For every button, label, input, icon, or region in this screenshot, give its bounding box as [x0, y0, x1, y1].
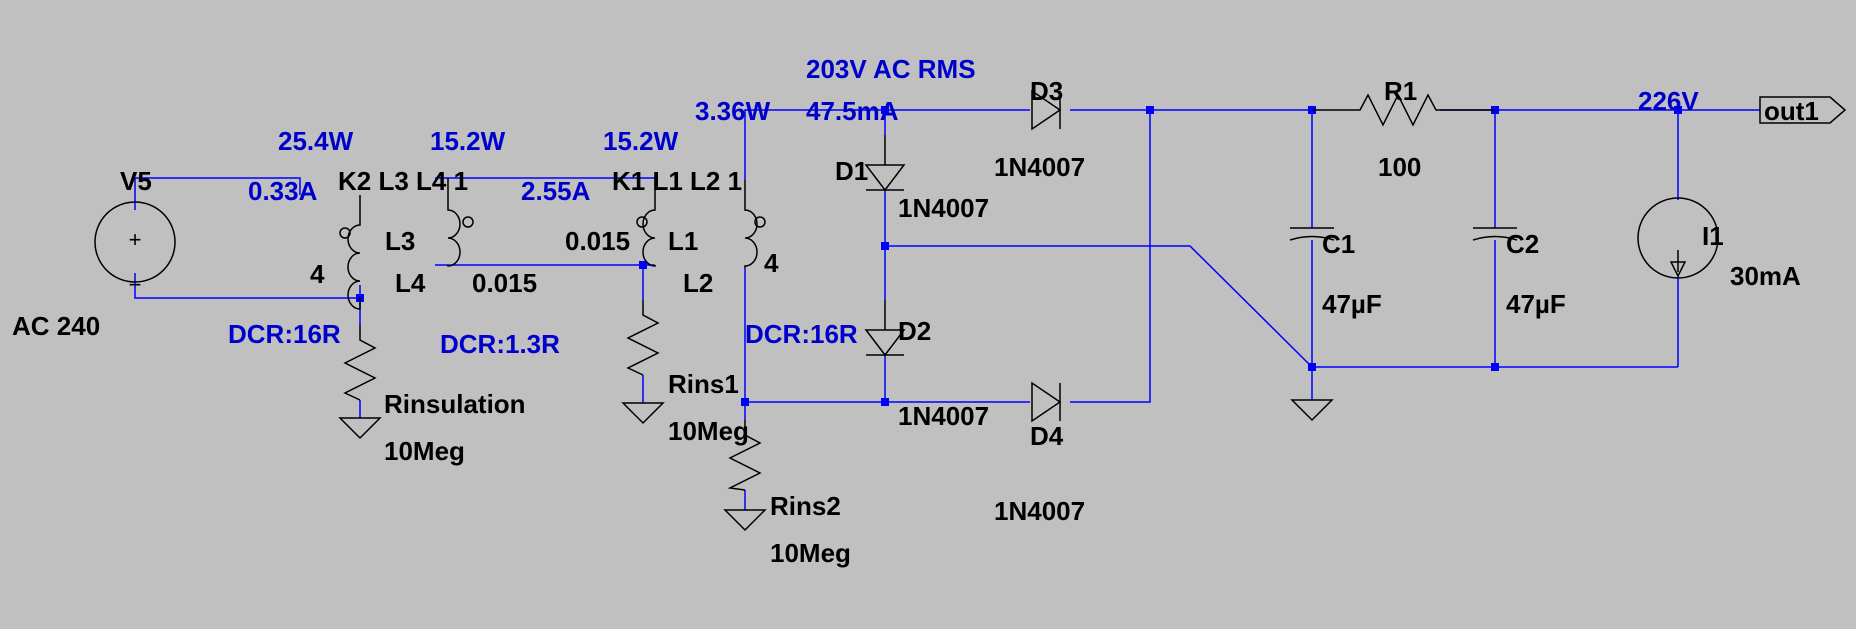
diode-d1[interactable]: [864, 135, 906, 192]
capacitor-c1[interactable]: [1289, 227, 1335, 241]
plus-sign-icon: +: [129, 227, 142, 252]
ground-filter: [1290, 399, 1334, 422]
d3-model: 1N4007: [994, 152, 1085, 182]
polarity-dot-icon: [754, 216, 766, 228]
polarity-dot-icon: [462, 216, 474, 228]
l1-value: 0.015: [565, 226, 630, 256]
ac-voltage-annotation: 203V AC RMS: [806, 54, 976, 84]
diode-d3[interactable]: [1031, 89, 1062, 131]
polarity-dot-icon: [339, 227, 351, 239]
i1-value: 30mA: [1730, 261, 1801, 291]
l3-value: 4: [310, 259, 325, 289]
r1-name: R1: [1384, 76, 1417, 106]
v5-name: V5: [120, 166, 152, 196]
v5-value: AC 240: [12, 311, 100, 341]
rins2-name: Rins2: [770, 491, 841, 521]
wires: [134, 109, 1760, 510]
isolation-dcr-annotation: DCR:1.3R: [440, 329, 560, 359]
l2-value: 4: [764, 248, 779, 278]
rins2-value: 10Meg: [770, 538, 851, 568]
minus-sign-icon: −: [129, 272, 142, 297]
current-source-i1[interactable]: [1637, 197, 1719, 279]
output-port-out1[interactable]: [1759, 96, 1847, 124]
rinsulation-value: 10Meg: [384, 436, 465, 466]
c1-name: C1: [1322, 229, 1355, 259]
d2-model: 1N4007: [898, 401, 989, 431]
resistor-rins2[interactable]: [727, 420, 762, 491]
voltage-source-v5[interactable]: + −: [94, 201, 176, 297]
coupling-k1: K1 L1 L2 1: [612, 166, 742, 196]
rins1-name: Rins1: [668, 369, 739, 399]
primary-dcr-annotation: DCR:16R: [228, 319, 341, 349]
l1-name: L1: [668, 226, 698, 256]
output-voltage-annotation: 226V: [1638, 86, 1699, 116]
resistor-rinsulation[interactable]: [343, 325, 377, 401]
output-port-label: out1: [1764, 96, 1819, 126]
rins1-value: 10Meg: [668, 416, 749, 446]
isolation-power-annotation: 15.2W: [430, 126, 506, 156]
junctions: [356, 106, 1682, 406]
d4-name: D4: [1030, 421, 1064, 451]
d2-name: D2: [898, 316, 931, 346]
polarity-dot-icon: [636, 216, 648, 228]
inductor-l2[interactable]: [744, 180, 766, 268]
resistor-rins1[interactable]: [626, 300, 660, 376]
l2-name: L2: [683, 268, 713, 298]
iso-secondary-power-annotation: 15.2W: [603, 126, 679, 156]
c1-value: 47µF: [1322, 289, 1382, 319]
diode-d4[interactable]: [1031, 381, 1062, 423]
capacitor-c2[interactable]: [1472, 227, 1518, 241]
primary-current-annotation: 0.33A: [248, 176, 318, 206]
inductor-l4[interactable]: [447, 178, 474, 267]
r1-value: 100: [1378, 152, 1421, 182]
l3-name: L3: [385, 226, 415, 256]
inductor-l3[interactable]: [339, 195, 361, 310]
i1-name: I1: [1702, 221, 1724, 251]
d4-model: 1N4007: [994, 496, 1085, 526]
d3-name: D3: [1030, 76, 1063, 106]
ac-current-annotation: 47.5mA: [806, 96, 899, 126]
primary-power-annotation: 25.4W: [278, 126, 354, 156]
c2-name: C2: [1506, 229, 1539, 259]
coupling-k2: K2 L3 L4 1: [338, 166, 468, 196]
ground-isolation: [621, 402, 665, 425]
l4-value: 0.015: [472, 268, 537, 298]
d1-name: D1: [835, 156, 868, 186]
secondary-dcr-annotation: DCR:16R: [745, 319, 858, 349]
diode-d2[interactable]: [864, 300, 906, 357]
inductor-l1[interactable]: [636, 178, 656, 267]
ground-secondary: [723, 509, 767, 532]
l4-name: L4: [395, 268, 426, 298]
secondary-power-annotation: 3.36W: [695, 96, 771, 126]
resistor-r1[interactable]: [1312, 93, 1495, 127]
isolation-current-annotation: 2.55A: [521, 176, 591, 206]
ground-primary: [338, 417, 382, 440]
c2-value: 47µF: [1506, 289, 1566, 319]
d1-model: 1N4007: [898, 193, 989, 223]
rinsulation-name: Rinsulation: [384, 389, 526, 419]
